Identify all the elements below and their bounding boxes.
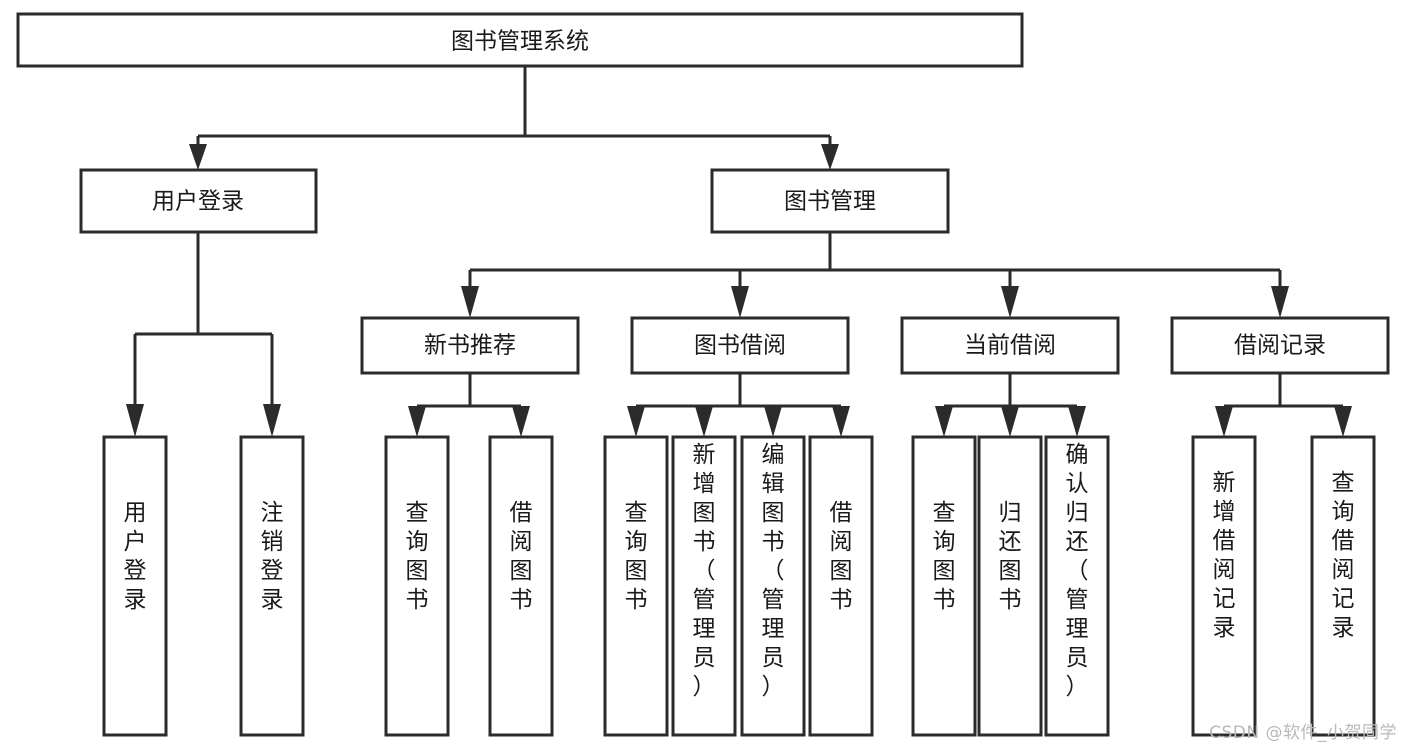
arrowhead-book-borrow: [731, 286, 749, 318]
node-book-manage-label: 图书管理: [784, 189, 876, 215]
leaf-add-book-box[interactable]: [671, 435, 737, 737]
leaf-user-login-box[interactable]: [102, 435, 168, 737]
leaf-user-login-label: 用户登录: [124, 500, 147, 613]
leaf-confirm-return[interactable]: 确认归还（管理员）: [1044, 435, 1110, 737]
leaf-confirm-return-box[interactable]: [1044, 435, 1110, 737]
node-book-borrow[interactable]: 图书借阅: [630, 316, 850, 375]
leaf-return-book[interactable]: 归还图书: [977, 435, 1043, 737]
arrowhead-leaf-edit-book: [764, 406, 782, 437]
arrowhead-leaf-query-record: [1334, 406, 1352, 437]
leaf-borrow-book-2-label: 借阅图书: [830, 500, 853, 613]
leaf-edit-book[interactable]: 编辑图书（管理员）: [740, 435, 806, 737]
node-new-book-recommend[interactable]: 新书推荐: [360, 316, 580, 375]
arrowhead-leaf-add-book: [695, 406, 713, 437]
node-book-manage-box[interactable]: [710, 168, 950, 234]
leaf-query-book-3-box[interactable]: [911, 435, 977, 737]
arrowhead-leaf-user-logout: [263, 404, 281, 437]
node-borrow-record-label: 借阅记录: [1234, 333, 1326, 359]
node-borrow-record[interactable]: 借阅记录: [1170, 316, 1390, 375]
arrowhead-leaf-borrow-book-2: [832, 406, 850, 437]
arrowhead-leaf-borrow-book-1: [512, 406, 530, 437]
leaf-query-book-1-box[interactable]: [384, 435, 450, 737]
leaf-confirm-return-label: 确认归还（管理员）: [1066, 442, 1089, 700]
leaf-user-logout[interactable]: 注销登录: [239, 435, 305, 737]
node-book-borrow-label: 图书借阅: [694, 333, 786, 359]
arrowhead-leaf-query-book-1: [408, 406, 426, 437]
node-root-box[interactable]: [16, 12, 1024, 68]
node-root-label: 图书管理系统: [451, 29, 589, 55]
node-new-book-recommend-label: 新书推荐: [424, 333, 516, 359]
arrowhead-leaf-confirm-return: [1068, 406, 1086, 437]
leaf-query-record-label: 查询借阅记录: [1332, 470, 1355, 641]
leaf-borrow-book-1-label: 借阅图书: [510, 500, 533, 613]
arrowhead-new-book-recommend: [461, 286, 479, 318]
leaf-return-book-box[interactable]: [977, 435, 1043, 737]
leaf-query-record[interactable]: 查询借阅记录: [1310, 435, 1376, 737]
leaf-borrow-book-2[interactable]: 借阅图书: [808, 435, 874, 737]
leaf-query-book-1-label: 查询图书: [406, 500, 429, 613]
leaf-user-logout-box[interactable]: [239, 435, 305, 737]
leaf-query-book-2-label: 查询图书: [625, 500, 648, 613]
leaf-borrow-book-1[interactable]: 借阅图书: [488, 435, 554, 737]
leaf-return-book-label: 归还图书: [999, 500, 1022, 613]
node-borrow-record-box[interactable]: [1170, 316, 1390, 375]
connector-layer: [126, 66, 1352, 437]
leaf-query-record-box[interactable]: [1310, 435, 1376, 737]
leaf-add-record[interactable]: 新增借阅记录: [1191, 435, 1257, 737]
node-user-login-box[interactable]: [79, 168, 318, 234]
arrowhead-leaf-user-login: [126, 404, 144, 437]
arrowhead-borrow-record: [1271, 286, 1289, 318]
leaf-add-record-box[interactable]: [1191, 435, 1257, 737]
leaf-query-book-3[interactable]: 查询图书: [911, 435, 977, 737]
node-user-login[interactable]: 用户登录: [79, 168, 318, 234]
arrowhead-user-login: [189, 144, 207, 170]
arrowhead-leaf-query-book-3: [935, 406, 953, 437]
leaf-user-login[interactable]: 用户登录: [102, 435, 168, 737]
leaf-query-book-2-box[interactable]: [603, 435, 669, 737]
leaf-add-book-label: 新增图书（管理员）: [693, 442, 716, 700]
arrowhead-book-manage: [821, 144, 839, 170]
arrowhead-current-borrow: [1001, 286, 1019, 318]
arrowhead-leaf-add-record: [1215, 406, 1233, 437]
leaf-add-book[interactable]: 新增图书（管理员）: [671, 435, 737, 737]
leaf-query-book-2[interactable]: 查询图书: [603, 435, 669, 737]
leaf-query-book-1[interactable]: 查询图书: [384, 435, 450, 737]
leaf-edit-book-box[interactable]: [740, 435, 806, 737]
leaf-edit-book-label: 编辑图书（管理员）: [762, 442, 785, 700]
node-root[interactable]: 图书管理系统: [16, 12, 1024, 68]
node-user-login-label: 用户登录: [152, 189, 244, 215]
arrowhead-leaf-query-book-2: [627, 406, 645, 437]
node-new-book-recommend-box[interactable]: [360, 316, 580, 375]
leaf-query-book-3-label: 查询图书: [933, 500, 956, 613]
leaf-borrow-book-1-box[interactable]: [488, 435, 554, 737]
arrowhead-leaf-return-book: [1001, 406, 1019, 437]
node-book-manage[interactable]: 图书管理: [710, 168, 950, 234]
node-book-borrow-box[interactable]: [630, 316, 850, 375]
leaf-borrow-book-2-box[interactable]: [808, 435, 874, 737]
node-current-borrow-label: 当前借阅: [964, 333, 1056, 359]
leaf-add-record-label: 新增借阅记录: [1213, 470, 1236, 641]
node-current-borrow-box[interactable]: [900, 316, 1120, 375]
node-current-borrow[interactable]: 当前借阅: [900, 316, 1120, 375]
leaf-user-logout-label: 注销登录: [261, 500, 284, 613]
